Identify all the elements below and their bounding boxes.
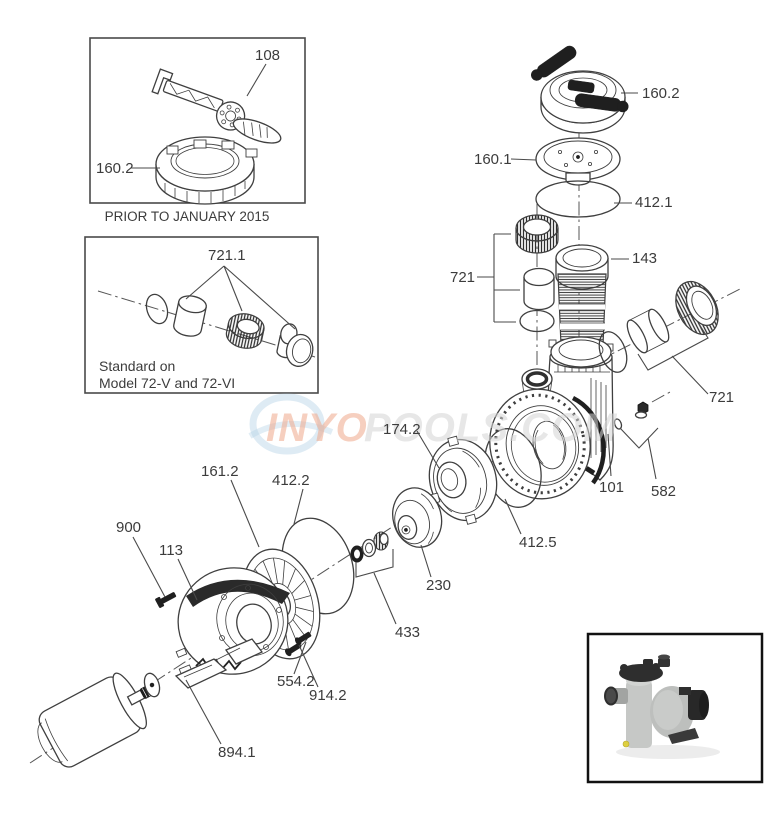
watermark-swirl-wave (248, 421, 334, 439)
clamp-lever-right (567, 79, 629, 113)
label-shaft-seal: 433 (395, 624, 420, 641)
motor-bracket-drawing (174, 567, 290, 689)
callout-labels: 160.2 160.1 412.1 143 721 721 101 582 17… (116, 85, 734, 761)
label-seal-plate: 161.2 (201, 463, 239, 480)
label-motor-bracket: 113 (159, 542, 183, 559)
strainer-basket-drawing (548, 244, 614, 368)
union-discharge-drawing (598, 280, 719, 373)
label-clamp-ring: 160.2 (642, 85, 680, 102)
union-kit-oring (145, 293, 169, 325)
motor-bolt-drawing (155, 592, 177, 608)
leader-721-1 (185, 265, 296, 330)
bracket-dark-band (186, 579, 290, 607)
clamp-ring-drawing (531, 45, 629, 134)
photo-top-port (658, 658, 670, 667)
housing-clamp-band (571, 395, 606, 485)
photo-lid-lever-left (620, 664, 628, 672)
spanner-wrench-drawing (151, 68, 282, 144)
inset-prior-caption: PRIOR TO JANUARY 2015 (105, 209, 270, 224)
slinger-washer-drawing (143, 672, 161, 698)
photo-volute-highlight (653, 690, 683, 730)
lid-drawing (535, 137, 621, 186)
motor-base-drawing (174, 638, 264, 689)
inset-union-caption-1: Standard on (99, 358, 175, 374)
impeller-drawing (392, 487, 443, 548)
backplate-screws (284, 631, 312, 657)
drain-plug-drawing (613, 401, 649, 430)
label-inset-108: 108 (255, 47, 280, 64)
photo-top-port-opening (658, 654, 670, 660)
photo-base (668, 728, 699, 744)
watermark-swirl (249, 393, 325, 455)
photo-strainer-pot (626, 680, 652, 748)
label-diffuser-oring: 412.5 (519, 534, 557, 551)
photo-drain-plug (622, 740, 630, 748)
inset-union-caption-2: Model 72-V and 72-VI (99, 375, 235, 391)
watermark-text-pools: POOLS.COM (364, 406, 618, 450)
label-pump-housing: 101 (599, 479, 624, 496)
photo-motor-neck (679, 687, 691, 695)
label-union-discharge: 721 (709, 389, 734, 406)
label-diffuser: 174.2 (383, 421, 421, 438)
housing-port-opening (525, 371, 549, 387)
union-kit-tailpiece (276, 323, 314, 367)
label-motor-bolt: 900 (116, 519, 141, 536)
label-screw-small: 554.2 (277, 673, 315, 690)
shaft-seal-drawing (350, 531, 389, 563)
inset-union-frame (84, 236, 319, 394)
label-housing-oring: 412.2 (272, 472, 310, 489)
inset-prior-2015: 108 160.2 PRIOR TO JANUARY 2015 (89, 37, 306, 224)
label-strainer-basket: 143 (632, 250, 657, 267)
leader-108 (246, 63, 267, 97)
housing-front-flange (489, 388, 591, 500)
watermark-text-inyo: INYO (266, 406, 368, 450)
clamp-lever-left (531, 45, 577, 81)
label-lid-oring: 412.1 (635, 194, 673, 211)
label-721-1: 721.1 (208, 247, 246, 264)
label-lid: 160.1 (474, 151, 512, 168)
watermark: INYO POOLS.COM (248, 393, 618, 455)
photo-motor-end (699, 692, 709, 718)
photo-lid-clamp (619, 664, 663, 682)
label-drain-plug: 582 (651, 483, 676, 500)
diffuser-drawing (428, 435, 498, 525)
union-kit-adapter (173, 295, 207, 337)
clamp-band-bolt (585, 466, 596, 476)
lock-ring-drawing (155, 136, 258, 205)
product-photo (586, 632, 764, 784)
union-inlet-drawing (515, 214, 559, 333)
label-union-inlet: 721 (450, 269, 475, 286)
motor-drawing (37, 672, 155, 768)
label-inset-160-2: 160.2 (96, 160, 134, 177)
union-kit-nut (225, 313, 265, 349)
inset-union-kit: 721.1 Standard on Model 72-V and 72-VI (84, 236, 319, 394)
photo-inlet-opening (604, 686, 618, 706)
label-screw-large: 914.2 (309, 687, 347, 704)
photo-lid-handle (643, 659, 653, 666)
photo-shadow (616, 745, 720, 759)
lid-oring-drawing (535, 180, 621, 218)
label-motor-base: 894.1 (218, 744, 256, 761)
label-impeller: 230 (426, 577, 451, 594)
